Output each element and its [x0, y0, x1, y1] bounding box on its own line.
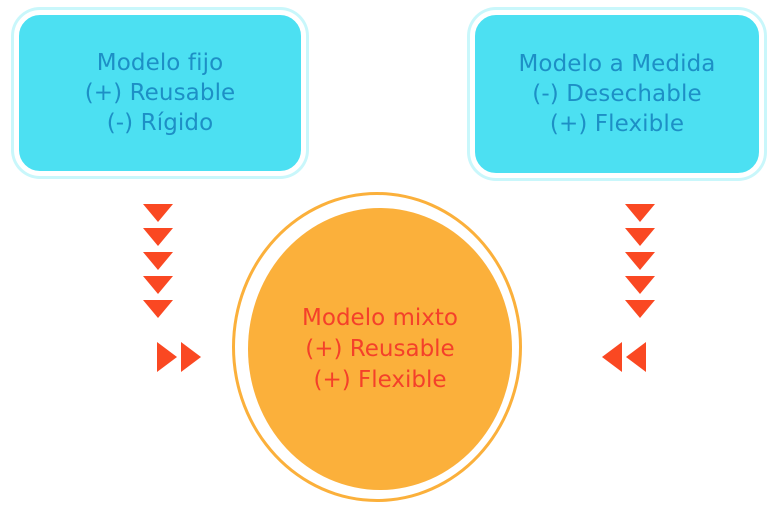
triangle-down-icon — [143, 204, 173, 222]
model-box-fijo[interactable]: Modelo fijo (+) Reusable (-) Rígido — [14, 10, 306, 176]
arrow-column-left-down — [143, 204, 173, 324]
model-box-a-medida-title: Modelo a Medida — [518, 51, 716, 77]
arrow-group-pointing-right — [157, 342, 201, 372]
model-box-a-medida-attribute-1: (-) Desechable — [532, 81, 702, 107]
triangle-down-icon — [625, 276, 655, 294]
triangle-down-icon — [625, 300, 655, 318]
triangle-left-icon — [626, 342, 646, 372]
triangle-down-icon — [143, 300, 173, 318]
triangle-right-icon — [157, 342, 177, 372]
triangle-down-icon — [625, 228, 655, 246]
triangle-down-icon — [625, 252, 655, 270]
model-circle-mixto-title: Modelo mixto — [302, 304, 458, 331]
arrow-group-pointing-left — [602, 342, 646, 372]
model-box-fijo-title: Modelo fijo — [96, 50, 224, 76]
triangle-down-icon — [625, 204, 655, 222]
arrow-column-right-down — [625, 204, 655, 324]
model-box-fijo-attribute-2: (-) Rígido — [106, 110, 214, 136]
model-circle-ring — [232, 192, 522, 502]
triangle-down-icon — [143, 276, 173, 294]
model-box-fijo-attribute-1: (+) Reusable — [84, 80, 236, 106]
triangle-down-icon — [143, 252, 173, 270]
model-box-a-medida[interactable]: Modelo a Medida (-) Desechable (+) Flexi… — [470, 10, 764, 178]
model-circle-mixto-attribute-2: (+) Flexible — [313, 366, 447, 393]
model-box-a-medida-attribute-2: (+) Flexible — [549, 111, 685, 137]
triangle-right-icon — [181, 342, 201, 372]
triangle-down-icon — [143, 228, 173, 246]
triangle-left-icon — [602, 342, 622, 372]
model-circle-mixto-attribute-1: (+) Reusable — [305, 335, 455, 362]
model-circle-mixto[interactable]: Modelo mixto (+) Reusable (+) Flexible — [248, 208, 512, 490]
